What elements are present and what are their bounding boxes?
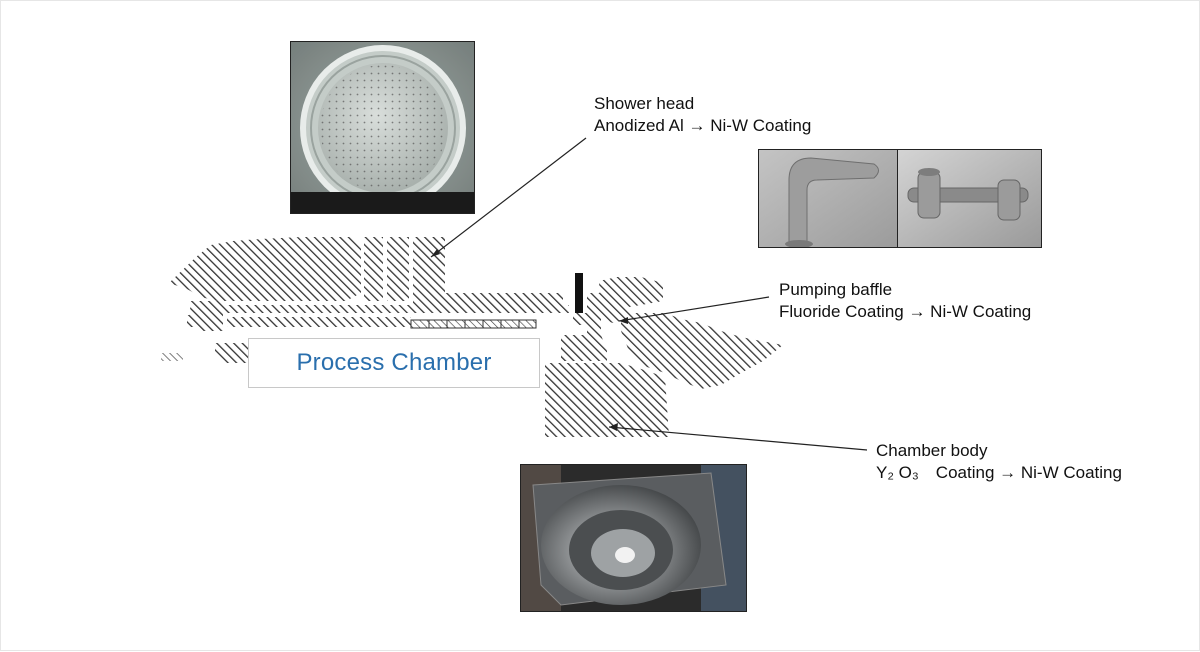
shower-head-name: Shower head: [594, 94, 695, 113]
pumping-baffle-leader: [618, 296, 770, 322]
pumping-baffle-photo-2: [897, 149, 1042, 248]
pumping-baffle-label: Pumping baffle Fluoride Coating → Ni-W C…: [779, 279, 1031, 323]
left-support: [161, 343, 249, 363]
chamber-wall: [545, 273, 783, 437]
lid-assembly: [169, 237, 569, 331]
process-chamber-label: Process Chamber: [296, 349, 492, 376]
pumping-baffle-name: Pumping baffle: [779, 280, 893, 299]
pumping-baffle-coating: Fluoride Coating → Ni-W Coating: [779, 302, 1032, 321]
shower-head-plate: [410, 319, 537, 329]
pumping-baffle-photo-1: [758, 149, 898, 248]
chamber-body-photo: [520, 464, 747, 612]
shower-head-coating: Anodized Al → Ni-W Coating: [594, 116, 812, 135]
process-chamber-label-box: Process Chamber: [248, 338, 540, 388]
shower-head-photo: [290, 41, 475, 214]
shower-head-leader: [430, 137, 587, 258]
leader-lines: [430, 137, 868, 451]
chamber-body-leader: [608, 426, 868, 451]
chamber-body-name: Chamber body: [876, 441, 988, 460]
chamber-body-coating: Y₂ O₃ Coating → Ni-W Coating: [876, 463, 1122, 482]
shower-head-label: Shower head Anodized Al → Ni-W Coating: [594, 93, 811, 137]
chamber-body-label: Chamber body Y₂ O₃ Coating → Ni-W Coatin…: [876, 440, 1122, 484]
